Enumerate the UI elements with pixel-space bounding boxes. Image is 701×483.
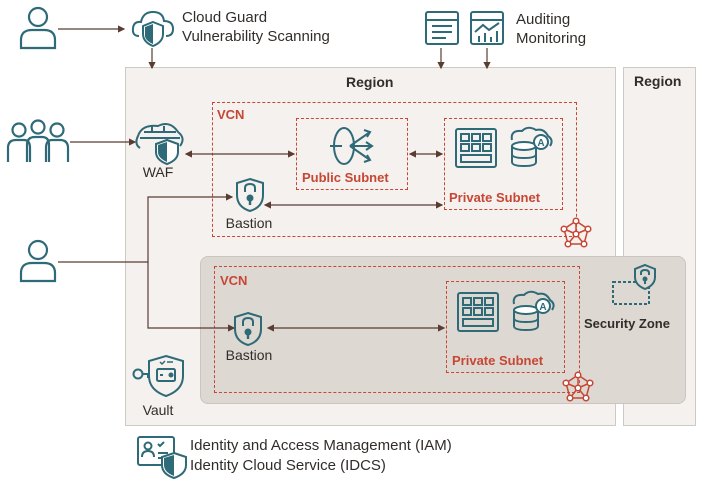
audit-log-icon xyxy=(425,11,459,45)
public-subnet-box xyxy=(296,118,408,190)
svg-text:A: A xyxy=(537,138,544,149)
region-secondary-label: Region xyxy=(634,73,682,89)
autonomous-db-icon-bottom: A xyxy=(512,290,555,332)
bastion-lock-icon-bottom xyxy=(234,311,262,347)
network-hub-icon-bottom xyxy=(562,371,594,402)
public-subnet-label: Public Subnet xyxy=(302,170,389,185)
vcn-top-label: VCN xyxy=(217,107,245,122)
bastion-lock-icon-top xyxy=(236,177,264,213)
private-subnet-top-box xyxy=(444,118,563,210)
private-subnet-bottom-box xyxy=(446,281,565,373)
bastion-label-bottom: Bastion xyxy=(225,347,273,363)
security-zone-icon xyxy=(612,263,656,305)
user-icon-middle xyxy=(19,239,57,283)
cloud-guard-label-1: Cloud Guard xyxy=(182,9,268,26)
compute-grid-icon-bottom xyxy=(457,292,499,332)
user-icon-top xyxy=(19,6,57,50)
autonomous-db-icon-top: A xyxy=(510,126,553,168)
vcn-bottom xyxy=(214,266,580,393)
private-subnet-top-label: Private Subnet xyxy=(449,190,541,205)
cloud-shield-icon xyxy=(131,10,175,48)
identity-icon xyxy=(137,436,187,480)
waf-label: WAF xyxy=(142,164,174,180)
compute-grid-icon-top xyxy=(455,128,497,168)
auditing-label-1: Auditing xyxy=(516,11,571,28)
svg-text:A: A xyxy=(539,302,546,313)
iam-label-2: Identity Cloud Service (IDCS) xyxy=(190,457,386,474)
network-hub-icon-top xyxy=(560,217,592,248)
vault-label: Vault xyxy=(142,402,174,418)
vcn-top xyxy=(212,102,577,237)
waf-icon xyxy=(135,123,184,166)
vcn-bottom-label: VCN xyxy=(220,273,248,288)
bastion-label-top: Bastion xyxy=(225,215,273,231)
load-balancer-icon xyxy=(330,127,374,165)
auditing-label-2: Monitoring xyxy=(516,30,587,47)
monitoring-chart-icon xyxy=(470,11,504,45)
iam-label-1: Identity and Access Management (IAM) xyxy=(190,437,452,454)
vault-key-icon xyxy=(132,354,184,398)
users-group-icon xyxy=(6,119,70,162)
private-subnet-bottom-label: Private Subnet xyxy=(452,353,544,368)
region-primary-label: Region xyxy=(346,74,394,90)
security-zone-label: Security Zone xyxy=(584,316,670,331)
cloud-guard-label-2: Vulnerability Scanning xyxy=(182,28,330,45)
